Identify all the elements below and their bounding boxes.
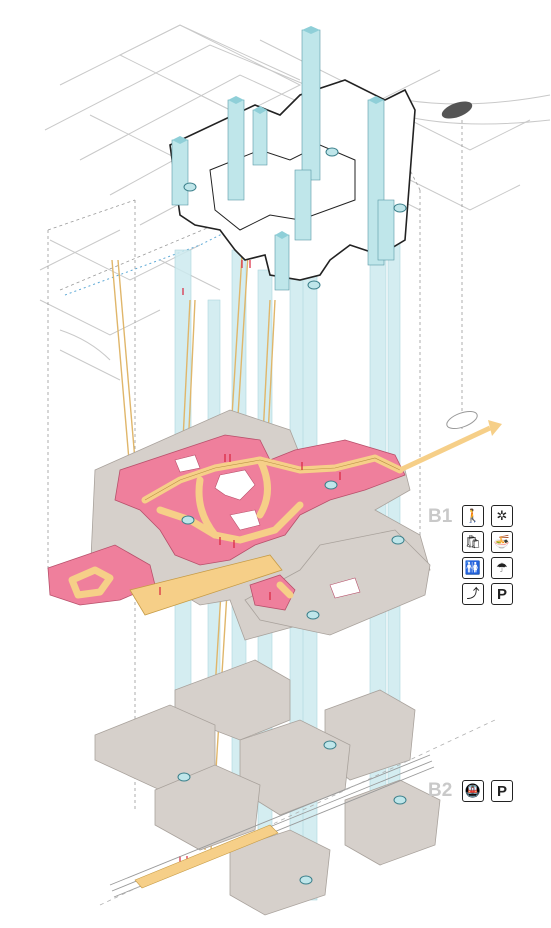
attraction-star-icon: ✲ bbox=[491, 505, 513, 527]
sculpture-marker-projection bbox=[446, 410, 478, 430]
escalator-icon: ⤴ bbox=[462, 583, 484, 605]
tower-roof bbox=[172, 26, 384, 239]
metro-platform bbox=[134, 824, 279, 889]
outdoor-link-arrowhead bbox=[488, 420, 502, 436]
b2-slab bbox=[229, 829, 331, 916]
shopping-icon: 🛍 bbox=[462, 531, 484, 553]
b1-walkway-outline bbox=[144, 457, 401, 501]
level-label-b2: B2 bbox=[428, 780, 453, 801]
b1-level bbox=[47, 260, 502, 862]
level-label-b1: B1 bbox=[428, 506, 453, 527]
pedestrian-icon: 🚶 bbox=[462, 505, 484, 527]
parking-icon: P bbox=[491, 780, 513, 802]
dining-bowl-icon: 🍜 bbox=[491, 531, 513, 553]
b1-commercial-south bbox=[249, 574, 296, 611]
restroom-icon: 🚻 bbox=[462, 557, 484, 579]
b1-gold-arcade bbox=[129, 554, 283, 616]
metro-train-icon: 🚇 bbox=[462, 780, 484, 802]
lift-markers bbox=[177, 147, 407, 885]
b2-slab bbox=[344, 779, 441, 866]
umbrella-icon: ☂ bbox=[491, 557, 513, 579]
tower bbox=[171, 29, 395, 291]
b2-level bbox=[94, 659, 441, 916]
parking-icon: P bbox=[491, 583, 513, 605]
tower-cluster bbox=[169, 26, 416, 291]
outdoor-link-arrow bbox=[398, 425, 492, 473]
sculpture-marker bbox=[441, 101, 473, 119]
b1-voids bbox=[174, 454, 361, 599]
b2-slab bbox=[154, 764, 261, 851]
